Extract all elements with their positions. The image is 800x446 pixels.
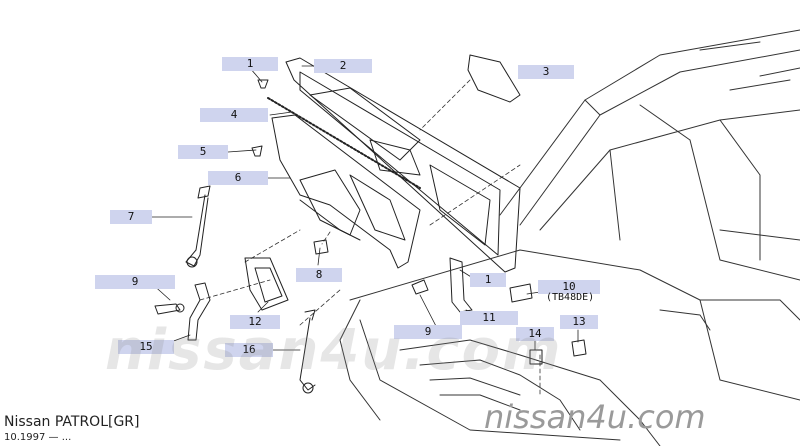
callout-7: 7 <box>110 210 152 224</box>
clip-1 <box>257 79 269 89</box>
callout-3: 3 <box>518 65 574 79</box>
bolt <box>154 303 185 315</box>
part-14 <box>529 349 543 365</box>
callout-4: 4 <box>200 108 268 122</box>
callout-1: 1 <box>222 57 278 71</box>
seal-strip <box>267 97 421 189</box>
grommet-8 <box>313 239 329 255</box>
callout-8: 8 <box>296 268 342 282</box>
callout-9b: 9 <box>394 325 462 339</box>
engine-code: (TB48DE) <box>546 292 595 303</box>
callout-13: 13 <box>560 315 598 329</box>
seal-11 <box>449 257 473 313</box>
watermark-center: nissan4u.com <box>105 318 563 383</box>
hinge-right <box>299 309 316 394</box>
callout-16: 16 <box>225 343 273 357</box>
callout-14: 14 <box>516 327 554 341</box>
callout-2: 2 <box>314 59 372 73</box>
callout-5: 5 <box>178 145 228 159</box>
footer-date: 10.1997 — ... <box>4 432 72 443</box>
clip-5 <box>251 145 263 157</box>
callout-12: 12 <box>230 315 280 329</box>
grille-insert <box>244 257 289 311</box>
vehicle-body <box>339 29 800 446</box>
callout-9a: 9 <box>95 275 175 289</box>
hood-panel <box>285 57 521 273</box>
grille-insert-inner <box>254 267 283 303</box>
callout-1b: 1 <box>470 273 506 287</box>
callout-10: 10 <box>538 280 600 294</box>
footer-model: Nissan PATROL[GR] <box>4 414 140 430</box>
watermark-corner: nissan4u.com <box>484 398 706 436</box>
hood-insulator <box>271 114 421 269</box>
vent-cover <box>467 54 521 103</box>
callout-15: 15 <box>118 340 174 354</box>
callout-6: 6 <box>208 171 268 185</box>
bolt-2 <box>411 279 429 295</box>
part-13 <box>571 339 587 357</box>
hinge-left <box>185 185 211 268</box>
hood-stay <box>187 282 211 341</box>
callout-11: 11 <box>460 311 518 325</box>
part-10 <box>509 283 533 303</box>
